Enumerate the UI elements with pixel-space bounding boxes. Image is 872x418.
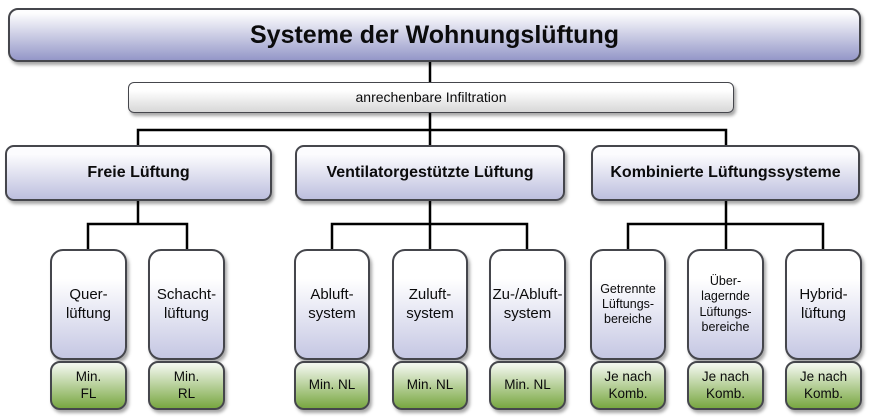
badge-je-nach-komb-hybrid: Je nach Komb. xyxy=(785,361,862,410)
node-zu-abluftsystem: Zu-/Abluft- system xyxy=(489,249,566,360)
diagram-title: Systeme der Wohnungslüftung xyxy=(8,8,861,62)
node-schachtlueftung: Schacht- lüftung xyxy=(148,249,225,360)
badge-min-rl: Min. RL xyxy=(148,361,225,410)
badge-min-fl: Min. FL xyxy=(50,361,127,410)
badge-min-nl-abluft: Min. NL xyxy=(294,361,370,410)
badge-je-nach-komb-ueberlagernde: Je nach Komb. xyxy=(687,361,764,410)
branch-freie-lueftung: Freie Lüftung xyxy=(5,145,272,201)
node-zuluftsystem: Zuluft- system xyxy=(392,249,468,360)
node-ueberlagernde-lueftungsbereiche: Über- lagernde Lüftungs- bereiche xyxy=(687,249,764,360)
branch-kombinierte-lueftungssysteme: Kombinierte Lüftungssysteme xyxy=(591,145,860,201)
badge-je-nach-komb-getrennte: Je nach Komb. xyxy=(590,361,666,410)
node-hybridlueftung: Hybrid- lüftung xyxy=(785,249,862,360)
node-getrennte-lueftungsbereiche: Getrennte Lüftungs- bereiche xyxy=(590,249,666,360)
badge-min-nl-zuluft: Min. NL xyxy=(392,361,468,410)
badge-min-nl-zuabluft: Min. NL xyxy=(489,361,566,410)
infiltration-node: anrechenbare Infiltration xyxy=(128,82,734,113)
branch-ventilatorgestuetzte-lueftung: Ventilatorgestützte Lüftung xyxy=(295,145,565,201)
node-querlueftung: Quer- lüftung xyxy=(50,249,127,360)
node-abluftsystem: Abluft- system xyxy=(294,249,370,360)
